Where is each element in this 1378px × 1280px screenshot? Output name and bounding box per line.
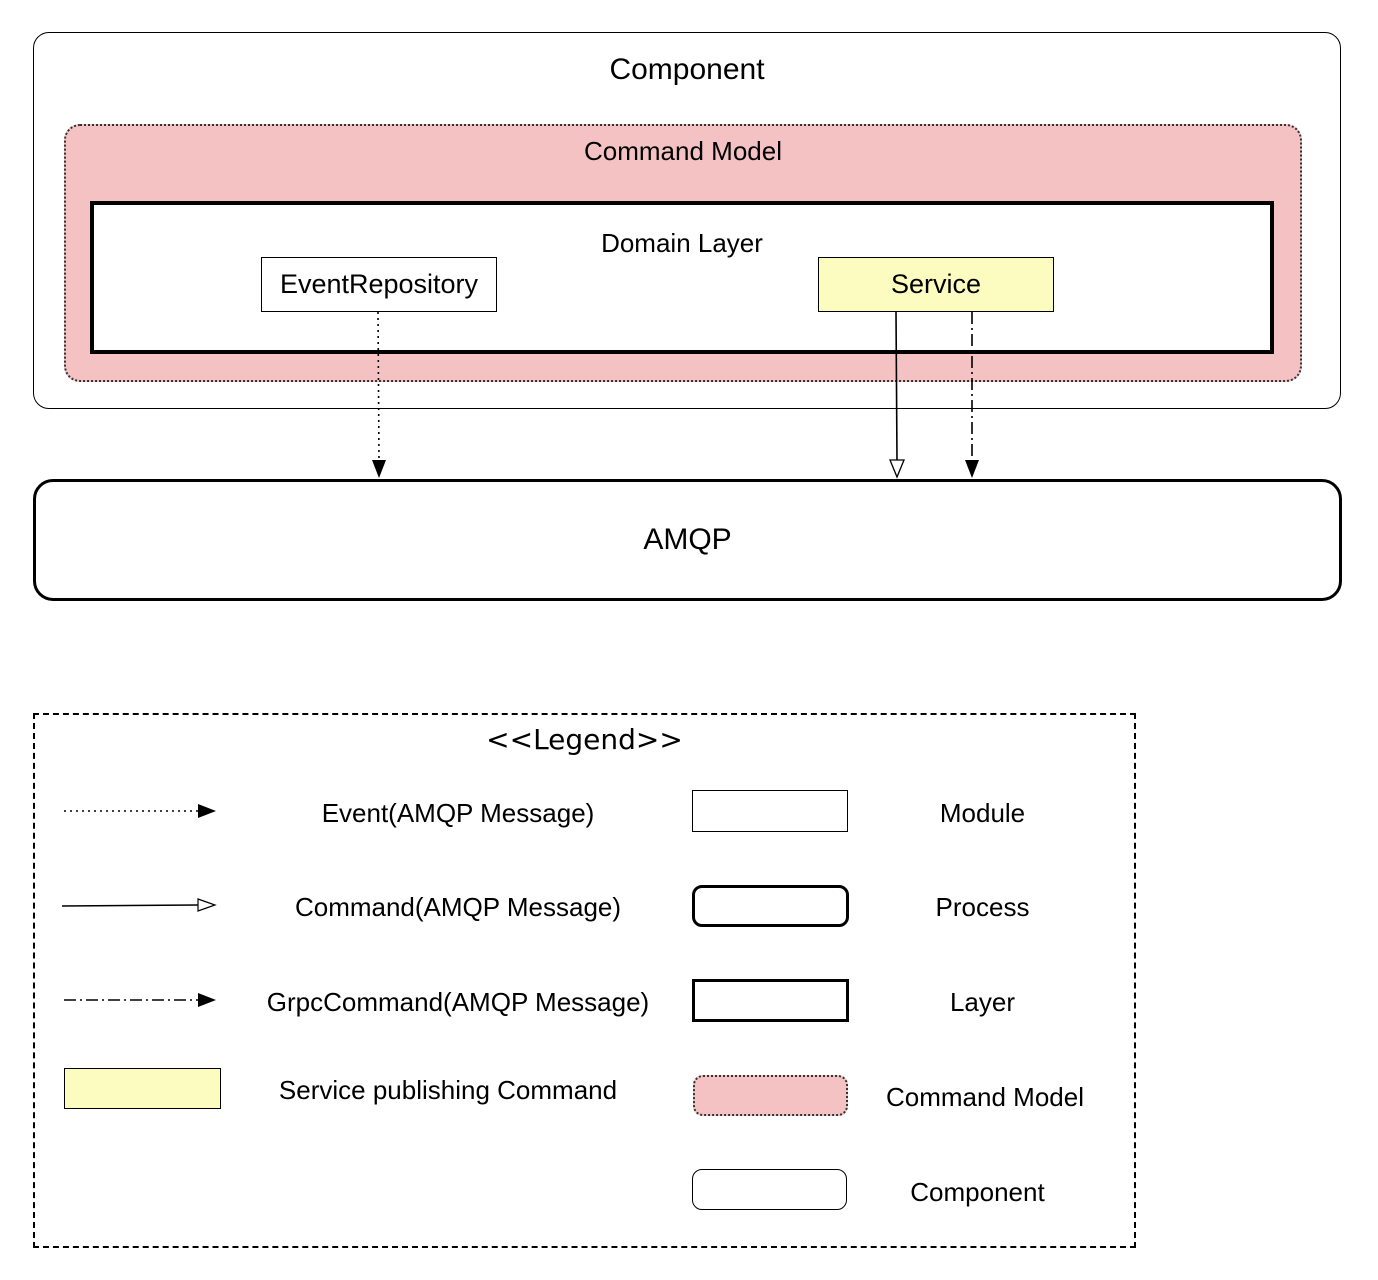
- legend-command-model-swatch: [693, 1075, 848, 1116]
- event-repository-module: EventRepository: [261, 257, 497, 312]
- legend-grpc-command-label: GrpcCommand(AMQP Message): [266, 986, 650, 1017]
- legend-process-swatch: [692, 885, 849, 927]
- command-model-title: Command Model: [584, 135, 782, 166]
- legend-component-swatch: [692, 1169, 847, 1210]
- legend-container: [33, 713, 1136, 1248]
- legend-title: <<Legend>>: [486, 722, 683, 756]
- legend-component-label: Component: [910, 1176, 1045, 1207]
- legend-command-model-label: Command Model: [886, 1081, 1084, 1112]
- legend-process-label: Process: [935, 891, 1030, 922]
- legend-service-swatch: [64, 1068, 221, 1109]
- legend-service-publishing-label: Service publishing Command: [278, 1074, 618, 1105]
- service-module: Service: [818, 257, 1054, 312]
- legend-module-swatch: [692, 790, 848, 832]
- domain-layer-title: Domain Layer: [601, 227, 763, 258]
- legend-layer-swatch: [692, 979, 849, 1022]
- amqp-process: AMQP: [33, 479, 1342, 601]
- legend-layer-label: Layer: [949, 986, 1016, 1017]
- component-title: Component: [609, 53, 765, 86]
- legend-command-label: Command(AMQP Message): [294, 891, 622, 922]
- legend-module-label: Module: [939, 797, 1026, 828]
- legend-event-label: Event(AMQP Message): [321, 797, 595, 828]
